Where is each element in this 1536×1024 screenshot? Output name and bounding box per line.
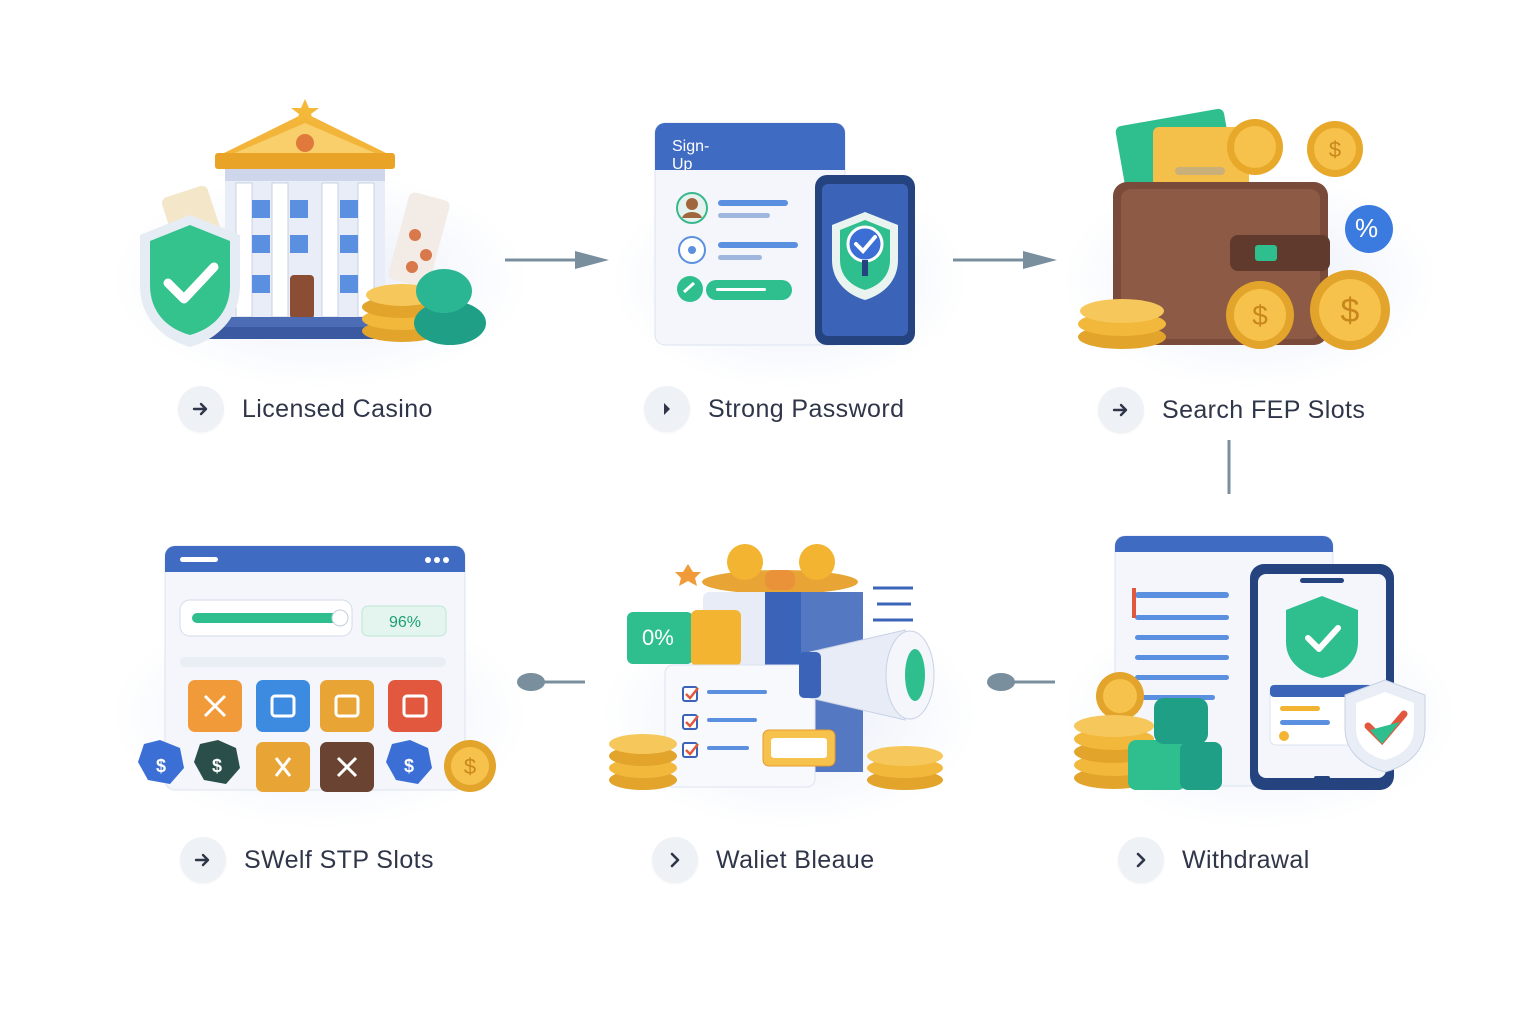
step-label-row: Waliet Bleaue xyxy=(652,837,875,883)
svg-text:$: $ xyxy=(464,754,476,779)
step-label-row: SWelf STP Slots xyxy=(180,837,434,883)
step-label: Withdrawal xyxy=(1182,845,1310,874)
arrow-right-icon xyxy=(1098,387,1144,433)
step-label: SWelf STP Slots xyxy=(244,845,434,874)
arrow-connector-left xyxy=(987,673,1055,691)
arrow-right-icon xyxy=(178,386,224,432)
svg-text:$: $ xyxy=(1252,300,1268,331)
step-label: Licensed Casino xyxy=(242,394,433,423)
step-label-row: Search FEP Slots xyxy=(1098,387,1365,433)
withdrawal-devices-illustration xyxy=(1074,535,1426,790)
step-label: Waliet Bleaue xyxy=(716,845,875,874)
signup-form-title: Sign-Up xyxy=(672,138,710,173)
chevron-right-icon xyxy=(1118,837,1164,883)
discount-tag: 0% xyxy=(642,625,674,650)
step-label-row: Withdrawal xyxy=(1118,837,1310,883)
wallet-illustration: $ $ $ xyxy=(1078,108,1393,350)
arrow-connector xyxy=(505,251,609,269)
arrow-connector-left xyxy=(517,673,585,691)
slots-browser-illustration: $ $ $ $ xyxy=(138,545,496,792)
svg-text:$: $ xyxy=(404,756,414,776)
bonus-gift-illustration xyxy=(609,544,943,790)
svg-text:$: $ xyxy=(1341,292,1360,330)
svg-text:$: $ xyxy=(212,756,222,776)
svg-text:$: $ xyxy=(1329,137,1341,162)
svg-text:$: $ xyxy=(156,756,166,776)
percent-badge: % xyxy=(1355,213,1379,243)
step-label: Search FEP Slots xyxy=(1162,395,1366,424)
progress-percent: 96% xyxy=(389,614,422,631)
step-label: Strong Password xyxy=(708,394,905,423)
step-label-row: Strong Password xyxy=(644,386,904,432)
vertical-connector xyxy=(1227,440,1231,494)
signup-form-illustration xyxy=(654,122,915,346)
arrow-connector xyxy=(953,251,1057,269)
chevron-right-icon xyxy=(652,837,698,883)
arrow-right-icon xyxy=(180,837,226,883)
casino-building-illustration xyxy=(140,99,486,347)
chevron-right-icon xyxy=(644,386,690,432)
step-label-row: Licensed Casino xyxy=(178,386,433,432)
